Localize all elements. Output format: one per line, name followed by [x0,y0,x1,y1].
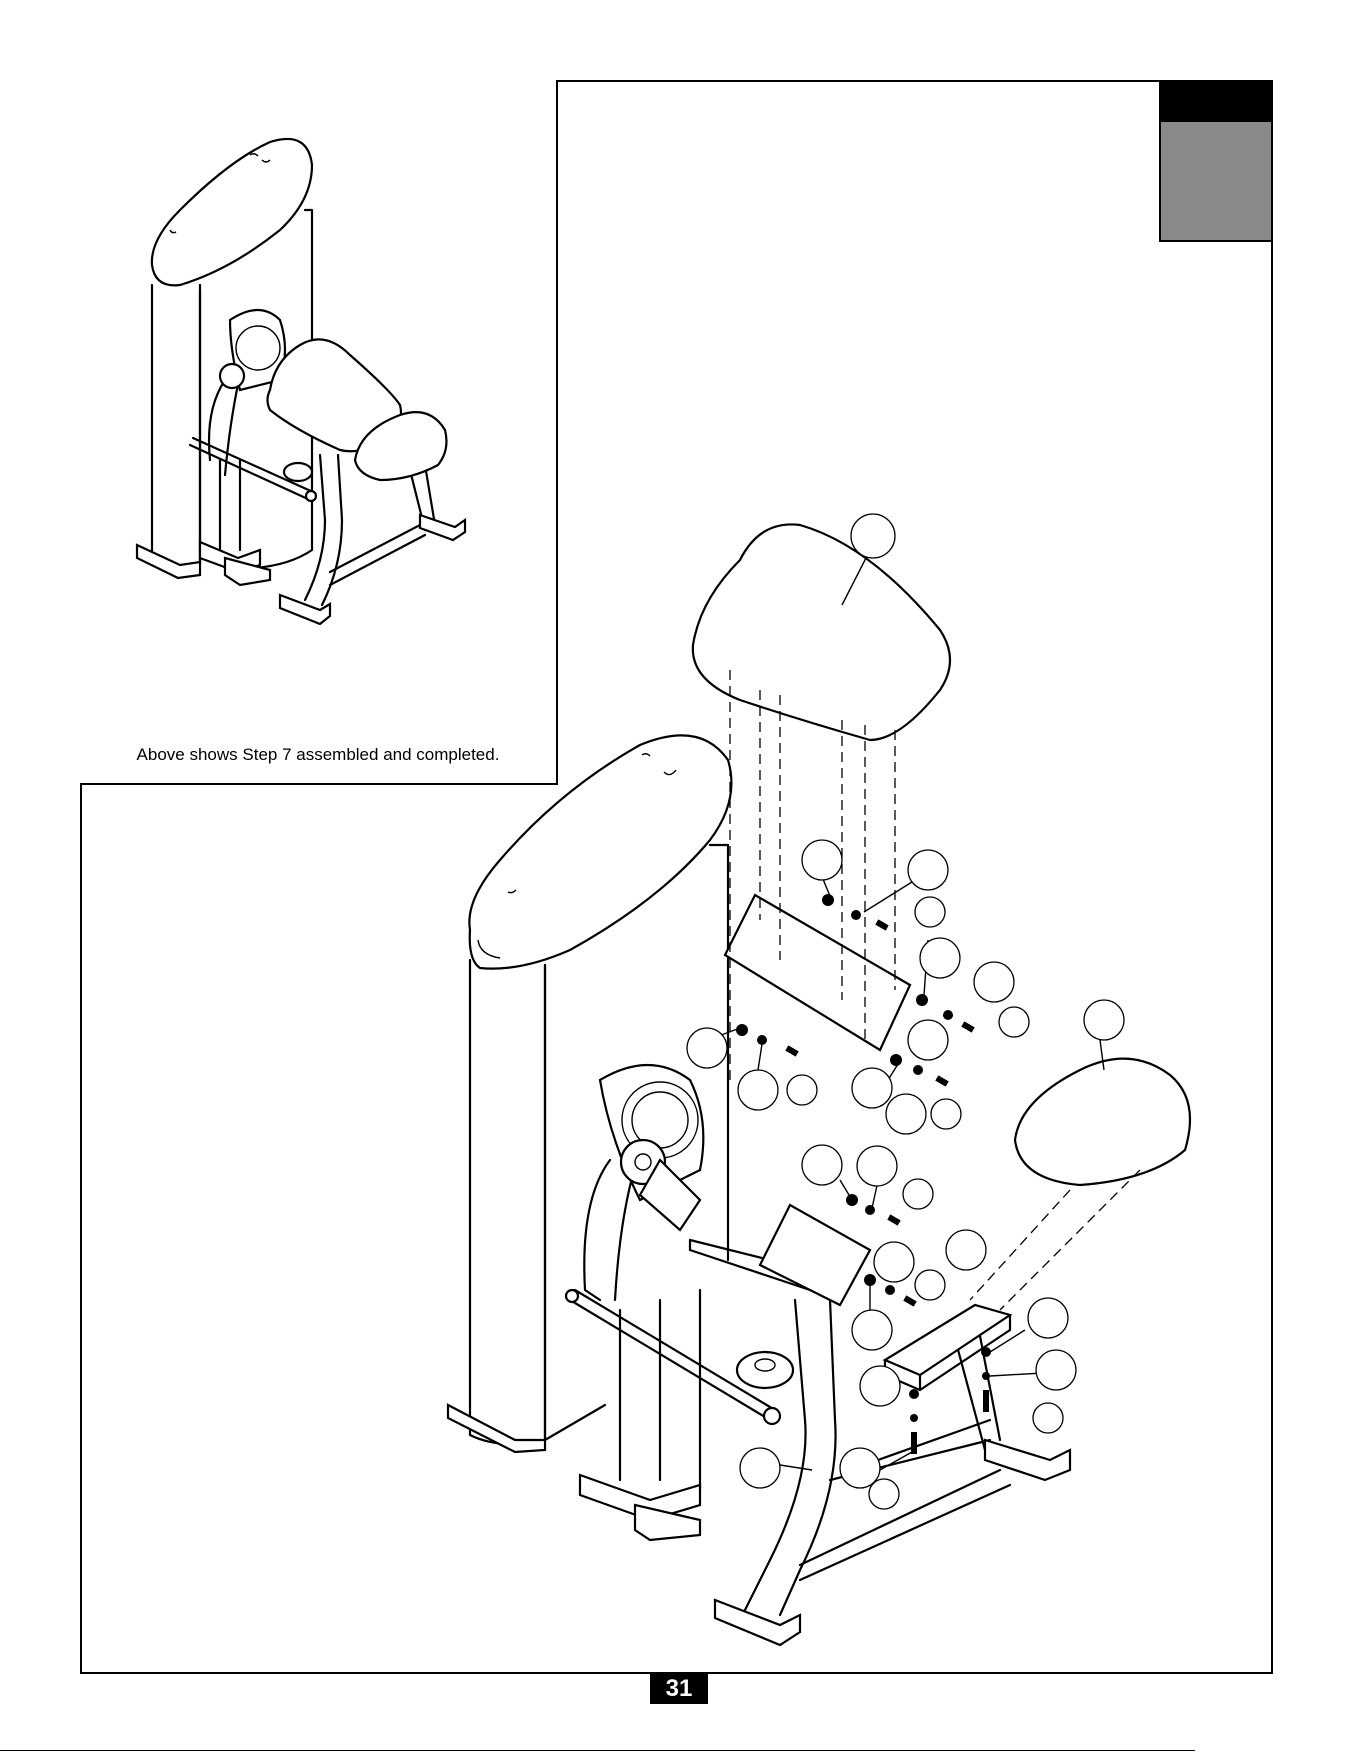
lever-arm [584,1160,610,1300]
tower-left-column [470,960,545,1444]
completed-step-illustration [80,80,558,785]
seat-pad [1015,1059,1190,1185]
arm-pad [693,524,950,740]
handle-bar [570,1300,770,1420]
seat-mount-bracket [885,1305,1010,1375]
completed-step-inset: Above shows Step 7 assembled and complet… [80,80,558,785]
inset-caption: Above shows Step 7 assembled and complet… [80,745,556,765]
arm-pad-bracket-plate [725,895,910,1050]
bottom-divider [0,1750,1195,1751]
page-number: 31 [650,1674,708,1704]
mid-bracket-plate [760,1205,870,1305]
